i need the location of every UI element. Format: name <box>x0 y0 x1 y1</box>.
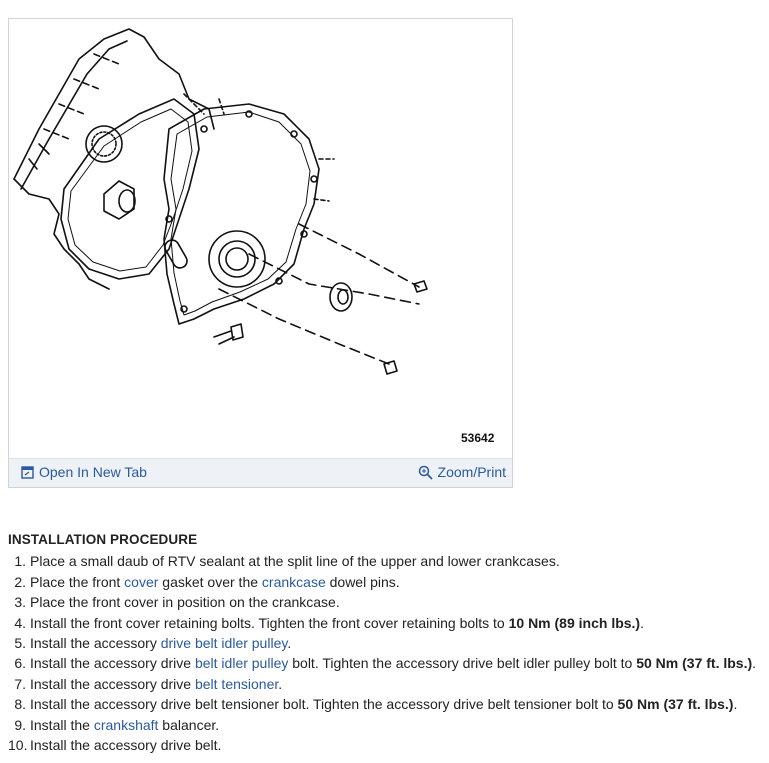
procedure-step: 1.Place a small daub of RTV sealant at t… <box>8 551 769 571</box>
open-in-new-tab-label: Open In New Tab <box>39 464 147 480</box>
torque-spec: 10 Nm (89 inch lbs.) <box>508 614 641 631</box>
step-number: 6. <box>14 655 26 672</box>
procedure-step: 6.Install the accessory drive belt idler… <box>8 653 769 673</box>
step-term-link[interactable]: crankshaft <box>93 716 159 733</box>
step-text: Install the accessory drive belt tension… <box>30 696 618 713</box>
procedure-step: 9.Install the crankshaft balancer. <box>8 715 769 735</box>
step-number: 9. <box>14 716 26 733</box>
step-text: Install the accessory drive <box>30 655 195 672</box>
step-number: 5. <box>14 635 26 652</box>
step-text: . <box>640 614 644 631</box>
step-term-link[interactable]: cover <box>124 573 159 590</box>
procedure-step: 7.Install the accessory drive belt tensi… <box>8 674 769 694</box>
step-text: Install the accessory drive belt. <box>30 737 222 754</box>
step-number: 2. <box>14 573 26 590</box>
step-number: 10. <box>8 737 28 754</box>
installation-procedure: INSTALLATION PROCEDURE 1.Place a small d… <box>8 530 769 755</box>
procedure-step: 10.Install the accessory drive belt. <box>8 735 769 755</box>
magnifier-icon <box>418 465 433 480</box>
step-text: bolt. Tighten the accessory drive belt i… <box>288 655 637 672</box>
procedure-step: 2.Place the front cover gasket over the … <box>8 572 769 592</box>
procedure-steps-list: 1.Place a small daub of RTV sealant at t… <box>8 551 769 755</box>
figure-toolbar: Open In New Tab Zoom/Print <box>9 458 512 487</box>
step-term-link[interactable]: crankcase <box>261 573 326 590</box>
step-number: 3. <box>14 594 26 611</box>
step-text: dowel pins. <box>325 573 400 590</box>
step-term-link[interactable]: drive belt idler pulley <box>160 635 288 652</box>
step-text: Install the accessory drive <box>30 675 195 692</box>
step-term-link[interactable]: belt tensioner <box>194 675 279 692</box>
procedure-step: 4.Install the front cover retaining bolt… <box>8 613 769 633</box>
zoom-print-link[interactable]: Zoom/Print <box>418 464 506 480</box>
procedure-step: 8.Install the accessory drive belt tensi… <box>8 694 769 714</box>
procedure-title: INSTALLATION PROCEDURE <box>8 532 198 547</box>
step-text: Install the <box>30 716 94 733</box>
procedure-step: 5.Install the accessory drive belt idler… <box>8 633 769 653</box>
step-text: gasket over the <box>158 573 262 590</box>
step-text: . <box>287 635 292 652</box>
torque-spec: 50 Nm (37 ft. lbs.) <box>617 696 734 713</box>
procedure-step: 3.Place the front cover in position on t… <box>8 592 769 612</box>
step-number: 7. <box>14 675 26 692</box>
step-text: . <box>752 655 757 672</box>
zoom-print-label: Zoom/Print <box>437 464 506 480</box>
front-cover-diagram <box>13 28 428 375</box>
open-tab-icon <box>21 465 34 479</box>
step-text: Install the front cover retaining bolts.… <box>30 614 509 631</box>
open-in-new-tab-link[interactable]: Open In New Tab <box>21 464 147 480</box>
step-text: Place the front <box>30 573 125 590</box>
figure-number: 53642 <box>461 431 495 445</box>
step-text: . <box>733 696 738 713</box>
step-text: Place a small daub of RTV sealant at the… <box>30 553 560 570</box>
step-term-link[interactable]: belt idler pulley <box>194 655 289 672</box>
figure-container: 53642 Open In New Tab Zoom/Print <box>8 18 513 488</box>
step-text: . <box>278 675 283 692</box>
step-number: 1. <box>14 553 26 570</box>
step-text: Place the front cover in position on the… <box>30 594 340 611</box>
torque-spec: 50 Nm (37 ft. lbs.) <box>636 655 753 672</box>
step-number: 8. <box>14 696 26 713</box>
step-number: 4. <box>14 614 26 631</box>
step-text: balancer. <box>158 716 220 733</box>
step-text: Install the accessory <box>30 635 161 652</box>
